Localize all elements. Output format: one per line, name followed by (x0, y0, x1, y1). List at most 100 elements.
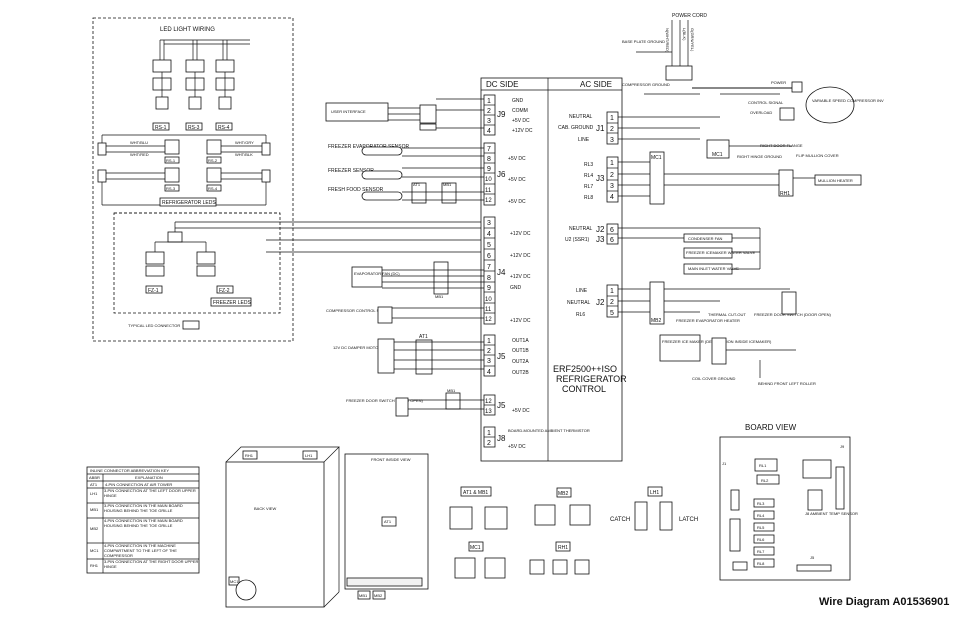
svg-text:USER INTERFACE: USER INTERFACE (331, 109, 366, 114)
svg-text:COMPRESSOR GROUND: COMPRESSOR GROUND (622, 82, 670, 87)
wire-label: WHT/BLK (235, 152, 253, 157)
svg-text:LINE: LINE (578, 137, 590, 143)
svg-text:6: 6 (610, 227, 614, 234)
led-light-wiring-section: LED LIGHT WIRING RS-1 RS-3 RS-4 WHT/BLU (92, 17, 294, 342)
svg-text:5: 5 (610, 310, 614, 317)
svg-text:J3: J3 (596, 174, 605, 183)
svg-text:RH1: RH1 (558, 545, 568, 551)
connector-j1: 123 J1 NEUTRAL CAB. GROUND LINE (558, 111, 619, 145)
connector-j2-line: 125 J2 LINE NEUTRAL RL6 MB2 (567, 281, 665, 325)
svg-text:RL3: RL3 (584, 162, 593, 168)
svg-text:L(BLK): L(BLK) (682, 28, 687, 41)
refrigerator-leds-label: REFRIGERATOR LEDS (162, 200, 216, 206)
board-name-line1: ERF2500++ISO (553, 364, 617, 374)
svg-text:CAB. GROUND: CAB. GROUND (558, 125, 594, 131)
svg-text:4-PIN CONNECTION AT AIR TOWER: 4-PIN CONNECTION AT AIR TOWER (105, 482, 172, 487)
svg-text:POWER: POWER (771, 80, 786, 85)
svg-text:4: 4 (610, 194, 614, 201)
svg-text:FRESH FOOD SENSOR: FRESH FOOD SENSOR (328, 187, 384, 193)
svg-text:J5: J5 (810, 555, 815, 560)
svg-text:J8 AMBIENT TEMP SENSOR: J8 AMBIENT TEMP SENSOR (805, 511, 858, 516)
svg-text:2: 2 (610, 172, 614, 179)
svg-text:LATCH: LATCH (679, 517, 698, 523)
dc-side-label: DC SIDE (486, 80, 518, 89)
svg-text:FREEZER EVAPORATOR HEATER: FREEZER EVAPORATOR HEATER (676, 318, 740, 323)
svg-text:+5V DC: +5V DC (508, 199, 526, 205)
svg-text:4: 4 (487, 231, 491, 238)
svg-text:J8: J8 (497, 434, 506, 443)
led-mid-block: WHT/BLU WHT/RED WHT/GRY WHT/BLK RS-1 RS-… (97, 134, 271, 207)
abbreviation-table: INLINE CONNECTOR ABBREVIATION KEY ABBR E… (86, 466, 200, 574)
svg-text:2: 2 (487, 108, 491, 115)
svg-text:COMPRESSOR CONTROL SIGNAL: COMPRESSOR CONTROL SIGNAL (326, 308, 392, 313)
svg-text:RL4: RL4 (757, 513, 765, 518)
svg-text:OVERLOAD: OVERLOAD (750, 110, 772, 115)
svg-text:THERMAL CUT-OUT: THERMAL CUT-OUT (708, 312, 746, 317)
svg-text:RL5: RL5 (757, 525, 765, 530)
svg-text:AT1: AT1 (384, 519, 392, 524)
svg-text:RL8: RL8 (757, 561, 765, 566)
connector-j2-j3-lower: 66 J2 J3 NEUTRAL U2 (SSR1) (565, 223, 760, 245)
freezer-led-border (113, 212, 281, 314)
svg-text:12V DC DAMPER MOTOR: 12V DC DAMPER MOTOR (333, 345, 381, 350)
svg-text:CONDENSER FAN: CONDENSER FAN (688, 236, 723, 241)
svg-text:RL7: RL7 (757, 549, 765, 554)
svg-text:RL2: RL2 (761, 478, 769, 483)
svg-text:11: 11 (485, 307, 492, 313)
svg-text:FREEZER DOOR SWITCH (DOOR OPEN: FREEZER DOOR SWITCH (DOOR OPEN) (346, 398, 424, 403)
compressor-area: COMPRESSOR GROUND POWER CONTROL SIGNAL O… (618, 80, 884, 159)
svg-text:3: 3 (487, 118, 491, 125)
svg-text:LINE: LINE (576, 288, 588, 294)
led-top-connectors (152, 39, 250, 110)
svg-text:AT1 & MB1: AT1 & MB1 (463, 490, 488, 496)
led-tag: RS-2 (208, 158, 218, 163)
led-section-border (92, 17, 294, 342)
svg-text:4: 4 (487, 128, 491, 135)
svg-text:MB2: MB2 (558, 491, 569, 497)
connector-detail-views: AT1 & MB1 MB2 LH1 CATCH LATCH MC1 RH1 (449, 486, 698, 579)
rh1-tag: RH1 (780, 191, 790, 197)
svg-text:EXPLANATION: EXPLANATION (135, 475, 163, 480)
svg-text:10: 10 (485, 177, 492, 183)
svg-text:MB2: MB2 (90, 526, 99, 531)
svg-text:3: 3 (487, 220, 491, 227)
svg-text:12: 12 (485, 317, 492, 323)
svg-text:+5V DC: +5V DC (508, 156, 526, 162)
svg-text:3: 3 (487, 358, 491, 365)
svg-text:1: 1 (610, 160, 614, 167)
svg-text:RL4: RL4 (584, 173, 593, 179)
svg-text:3: 3 (610, 183, 614, 190)
j5-label: J5 (497, 352, 506, 361)
svg-text:9: 9 (487, 166, 491, 173)
mb1-tag: MB1 (447, 388, 456, 393)
svg-text:MAIN INLET WATER VALVE: MAIN INLET WATER VALVE (688, 266, 739, 271)
board-name-line3: CONTROL (562, 384, 606, 394)
sensors: FREEZER EVAPORATOR SENSOR FREEZER SENSOR… (328, 144, 484, 204)
abbrev-title: INLINE CONNECTOR ABBREVIATION KEY (90, 468, 169, 473)
svg-text:+12V DC: +12V DC (510, 318, 531, 324)
led-wires-to-j4 (266, 221, 483, 253)
svg-text:RH1: RH1 (90, 563, 99, 568)
j1-label: J1 (596, 124, 605, 133)
mb1-tag: MB1 (435, 294, 444, 299)
svg-text:N(WHT/RED): N(WHT/RED) (665, 28, 670, 53)
svg-text:1: 1 (610, 115, 614, 122)
svg-text:4: 4 (487, 369, 491, 376)
svg-text:2: 2 (487, 440, 491, 447)
svg-text:NEUTRAL: NEUTRAL (567, 300, 591, 306)
freezer-heater-area: FREEZER EVAPORATOR HEATER THERMAL CUT-OU… (659, 288, 832, 386)
svg-text:1: 1 (487, 338, 491, 345)
svg-text:+5V DC: +5V DC (508, 177, 526, 183)
svg-text:OUT2A: OUT2A (512, 359, 529, 365)
svg-text:9: 9 (487, 285, 491, 292)
wire-label: WHT/RED (130, 152, 149, 157)
svg-text:+12V DC: +12V DC (510, 274, 531, 280)
connector-j5-damper: 12 34 J5 OUT1A OUT1B OUT2A OUT2B 12V DC … (333, 334, 529, 377)
svg-text:2: 2 (610, 299, 614, 306)
typical-connector-icon (182, 320, 200, 330)
svg-text:RIGHT HINGE GROUND: RIGHT HINGE GROUND (737, 154, 782, 159)
freezer-led-block: FZ-1 FZ-2 FREEZER LEDS (145, 221, 280, 307)
